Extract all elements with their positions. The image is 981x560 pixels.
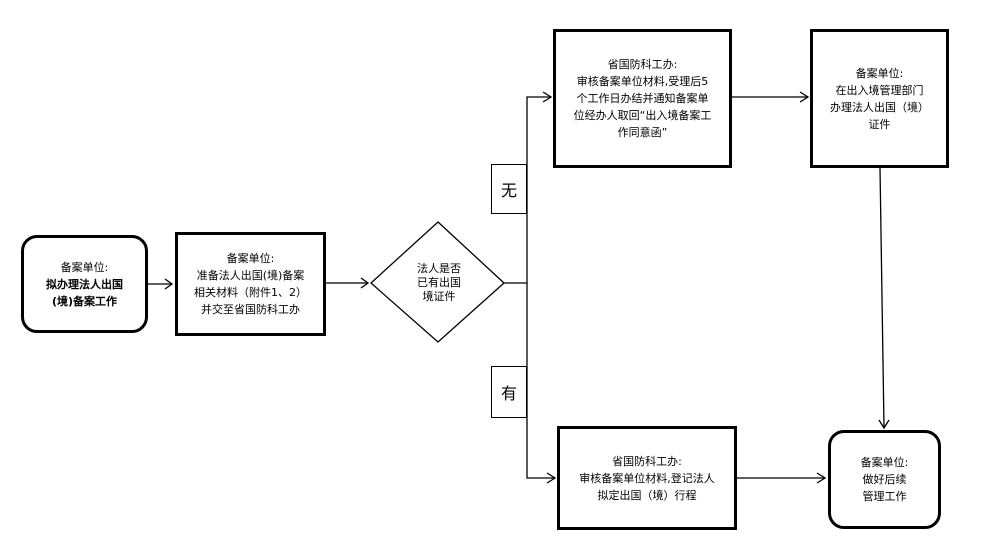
node-decision-line: 境证件: [422, 290, 456, 303]
node-passport: 备案单位: 在出入境管理部门 办理法人出国（境） 证件: [810, 29, 949, 168]
node-prepare-line: 并交至省国防科工办: [201, 303, 300, 316]
node-passport-title: 备案单位:: [855, 66, 904, 80]
node-review-no-title: 省国防科工办:: [607, 58, 678, 71]
decision-diamond: [370, 221, 505, 343]
node-review-no-line: 位经办人取回“出入境备案工: [573, 109, 712, 122]
node-start: 备案单位: 拟办理法人出国 (境)备案工作: [21, 235, 148, 333]
node-passport-line: 在出入境管理部门: [835, 83, 924, 97]
arrow-branch-yes: [526, 283, 554, 479]
node-decision-line: 法人是否: [417, 262, 461, 275]
node-followup-title: 备案单位:: [860, 456, 909, 469]
arrow-passport-to-followup: [879, 167, 885, 428]
node-review-no-line: 个工作日办结并通知备案单: [576, 92, 709, 105]
node-review-yes: 省国防科工办: 审核备案单位材料,登记法人 拟定出国（境）行程: [557, 426, 737, 530]
node-followup: 备案单位: 做好后续 管理工作: [828, 430, 941, 529]
node-prepare: 备案单位: 准备法人出国(境)备案 相关材料（附件1、2） 并交至省国防科工办: [175, 232, 326, 336]
node-start-line: 拟办理法人出国: [46, 277, 123, 291]
node-prepare-line: 相关材料（附件1、2）: [194, 286, 307, 299]
branch-label-yes: 有: [491, 366, 527, 418]
node-prepare-line: 准备法人出国(境)备案: [196, 269, 305, 282]
node-passport-line: 证件: [868, 117, 891, 131]
node-review-no: 省国防科工办: 审核备案单位材料,受理后5 个工作日办结并通知备案单 位经办人取…: [553, 29, 732, 168]
node-start-title: 备案单位:: [60, 260, 109, 274]
node-followup-line: 管理工作: [862, 490, 907, 503]
node-review-no-line: 审核备案单位材料,受理后5: [576, 75, 709, 88]
node-decision-line: 已有出国: [417, 276, 461, 289]
node-decision-text: 法人是否 已有出国 境证件: [401, 250, 477, 316]
arrow-branch-no: [526, 96, 550, 283]
node-prepare-title: 备案单位:: [226, 252, 275, 265]
node-review-no-line: 作同意函”: [617, 126, 668, 139]
node-passport-line: 办理法人出国（境）: [830, 100, 929, 114]
node-review-yes-line: 拟定出国（境）行程: [597, 488, 697, 502]
node-followup-line: 做好后续: [862, 473, 907, 486]
node-start-line: (境)备案工作: [51, 294, 118, 308]
node-review-yes-line: 审核备案单位材料,登记法人: [579, 471, 715, 485]
branch-label-no: 无: [491, 164, 527, 214]
node-review-yes-title: 省国防科工办:: [612, 454, 682, 468]
